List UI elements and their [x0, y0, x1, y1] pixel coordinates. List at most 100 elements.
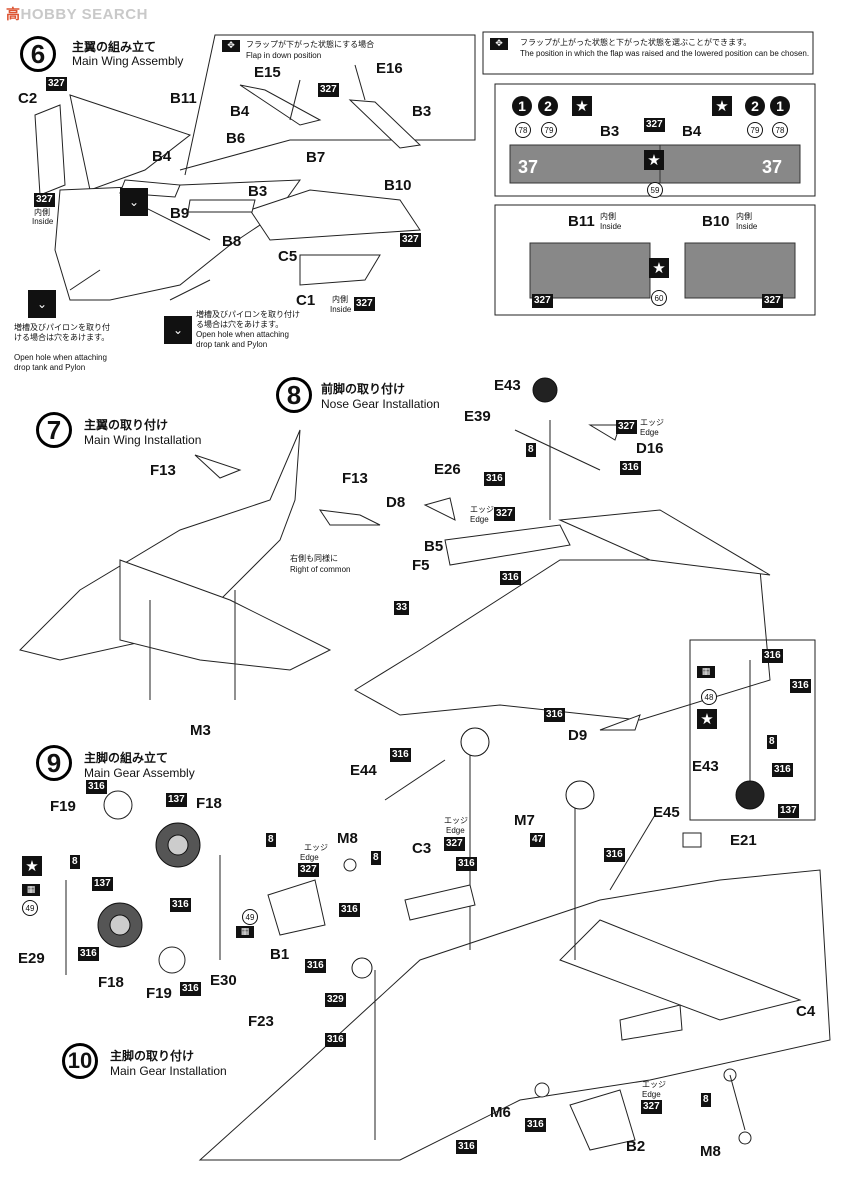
decal-59: 59	[647, 182, 663, 198]
flap-choice-note-en: The position in which the flap was raise…	[520, 49, 810, 58]
star-icon: ★	[649, 258, 669, 278]
part-b8: B8	[222, 233, 242, 250]
color-327: 327	[494, 507, 515, 521]
drill-icon: ⌄	[120, 188, 148, 216]
color-327: 327	[616, 420, 637, 434]
decal-78: 78	[772, 122, 788, 138]
color-327: 327	[46, 77, 67, 91]
color-33: 33	[394, 601, 410, 615]
part-e29: E29	[18, 950, 45, 967]
step-9-number: 9	[36, 745, 72, 781]
color-316: 316	[525, 1118, 546, 1132]
part-f19-top: F19	[50, 798, 76, 815]
color-316: 316	[325, 1033, 346, 1047]
part-b10: B10	[384, 177, 412, 194]
part-f18-top: F18	[196, 795, 222, 812]
part-m3: M3	[190, 722, 211, 739]
edge-note-en: Edge	[640, 428, 659, 437]
star-icon: ★	[22, 856, 42, 876]
decal-60: 60	[651, 290, 667, 306]
decal-79: 79	[747, 122, 763, 138]
drill-icon: ⌄	[28, 290, 56, 318]
edge-note-jp: エッジ	[304, 843, 328, 852]
inside-note-en: Inside	[32, 217, 54, 226]
part-b3-flap: B3	[412, 103, 432, 120]
part-c5: C5	[278, 248, 298, 265]
part-f13-right: F13	[342, 470, 368, 487]
part-b11: B11	[170, 90, 197, 107]
edge-note-en: Edge	[470, 515, 489, 524]
option-2-badge: 2	[538, 96, 558, 116]
part-b2: B2	[626, 1138, 646, 1155]
part-d9: D9	[568, 727, 588, 744]
color-316: 316	[620, 461, 641, 475]
part-b10-right: B10	[702, 213, 730, 230]
star-icon: ★	[644, 150, 664, 170]
common-note-en: Right of common	[290, 565, 351, 574]
part-e16: E16	[376, 60, 403, 77]
part-b6: B6	[226, 130, 246, 147]
drill-icon: ⌄	[164, 316, 192, 344]
color-327: 327	[762, 294, 783, 308]
color-329: 329	[325, 993, 346, 1007]
decal-sheet-icon: ▦	[697, 666, 715, 678]
inside-note-jp: 内側	[736, 212, 752, 221]
edge-note-jp: エッジ	[470, 505, 494, 514]
part-m7: M7	[514, 812, 535, 829]
decal-49: 49	[22, 900, 38, 916]
color-316: 316	[86, 780, 107, 794]
color-8: 8	[701, 1093, 711, 1107]
part-e15: E15	[254, 64, 281, 81]
step-6-title-jp: 主翼の組み立て	[72, 40, 157, 54]
color-327: 327	[298, 863, 319, 877]
step-8-title-jp: 前脚の取り付け	[321, 382, 406, 396]
part-b4: B4	[152, 148, 172, 165]
edge-note-jp: エッジ	[640, 418, 664, 427]
color-8: 8	[767, 735, 777, 749]
part-b4-flap: B4	[230, 103, 250, 120]
decal-79: 79	[541, 122, 557, 138]
part-m8-top: M8	[337, 830, 358, 847]
hole-note-left-en: Open hole when attaching drop tank and P…	[14, 353, 107, 372]
color-327: 327	[644, 118, 665, 132]
color-327: 327	[354, 297, 375, 311]
color-327: 327	[532, 294, 553, 308]
color-8: 8	[371, 851, 381, 865]
color-316: 316	[339, 903, 360, 917]
part-d8: D8	[386, 494, 406, 511]
color-316: 316	[604, 848, 625, 862]
decal-37-right: 37	[762, 157, 783, 177]
part-d16: D16	[636, 440, 664, 457]
inside-note-jp: 内側	[34, 208, 50, 217]
step-9-title-en: Main Gear Assembly	[84, 766, 195, 780]
part-b3-right: B3	[600, 123, 620, 140]
color-8: 8	[266, 833, 276, 847]
color-327: 327	[641, 1100, 662, 1114]
color-316: 316	[456, 857, 477, 871]
inside-note-en: Inside	[736, 222, 758, 231]
part-f19-bottom: F19	[146, 985, 172, 1002]
part-c4: C4	[796, 1003, 816, 1020]
color-316: 316	[544, 708, 565, 722]
color-47: 47	[530, 833, 546, 847]
color-316: 316	[170, 898, 191, 912]
star-icon: ★	[712, 96, 732, 116]
part-e39: E39	[464, 408, 491, 425]
part-e43: E43	[494, 377, 521, 394]
step-7-number: 7	[36, 412, 72, 448]
edge-note-en: Edge	[300, 853, 319, 862]
part-b11-right: B11	[568, 213, 595, 230]
part-e43-inset: E43	[692, 758, 719, 775]
part-f23: F23	[248, 1013, 274, 1030]
step-7-title-jp: 主翼の取り付け	[84, 418, 169, 432]
edge-note-jp: エッジ	[444, 816, 468, 825]
part-e30: E30	[210, 972, 237, 989]
watermark: 高HOBBY SEARCH	[6, 6, 148, 23]
color-316: 316	[78, 947, 99, 961]
part-b4-right: B4	[682, 123, 702, 140]
step-7-title-en: Main Wing Installation	[84, 433, 202, 447]
color-316: 316	[762, 649, 783, 663]
decal-37-left: 37	[518, 157, 539, 177]
decal-49: 49	[242, 909, 258, 925]
step-8-number: 8	[276, 377, 312, 413]
